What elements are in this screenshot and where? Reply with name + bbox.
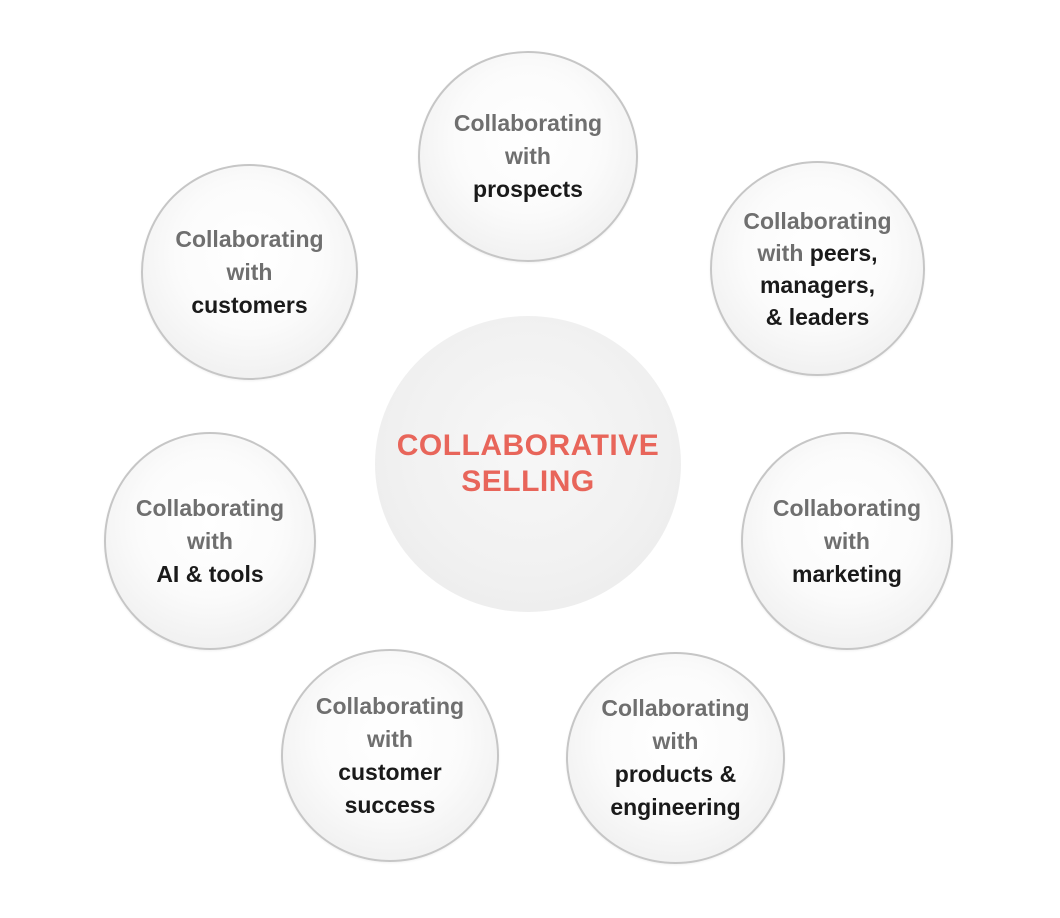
node-peers-lead1: Collaborating <box>743 207 892 234</box>
node-marketing-lead2: with <box>823 527 870 554</box>
node-peers-target3: & leaders <box>765 303 870 330</box>
node-success-lead2: with <box>366 725 413 752</box>
node-products-lead2: with <box>652 728 699 754</box>
center-title-line2: SELLING <box>461 465 595 498</box>
node-success-target2: success <box>344 791 436 818</box>
node-peers: Collaborating with peers, managers, & le… <box>710 161 925 376</box>
node-peers-target1: peers, <box>809 239 878 266</box>
center-title: COLLABORATIVE SELLING <box>397 428 660 500</box>
node-marketing: Collaborating with marketing <box>741 432 953 650</box>
node-customer-success: Collaborating with customer success <box>281 649 499 862</box>
node-prospects: Collaborating with prospects <box>418 51 638 262</box>
center-title-line1: COLLABORATIVE <box>396 429 660 462</box>
node-ai-target: AI & tools <box>156 560 264 587</box>
node-ai-lead1: Collaborating <box>135 494 285 521</box>
node-marketing-target: marketing <box>792 560 902 587</box>
node-ai-tools: Collaborating with AI & tools <box>104 432 316 650</box>
node-success-target1: customer <box>338 758 442 785</box>
node-peers-lead2: with <box>757 239 804 266</box>
node-products-target2: engineering <box>610 794 741 820</box>
node-prospects-lead2: with <box>504 143 551 169</box>
node-customers-lead1: Collaborating <box>175 225 324 252</box>
node-customers-lead2: with <box>226 258 273 285</box>
node-products-target1: products & <box>614 761 737 787</box>
node-marketing-lead1: Collaborating <box>772 494 922 521</box>
node-customers-target: customers <box>191 291 308 318</box>
node-products: Collaborating with products & engineerin… <box>566 652 785 864</box>
node-products-lead1: Collaborating <box>601 695 750 721</box>
node-prospects-lead1: Collaborating <box>453 110 603 136</box>
node-peers-target2: managers, <box>759 271 876 298</box>
center-circle: COLLABORATIVE SELLING <box>375 316 681 612</box>
node-customers: Collaborating with customers <box>141 164 358 380</box>
node-ai-lead2: with <box>186 527 233 554</box>
node-success-lead1: Collaborating <box>315 692 465 719</box>
node-prospects-target: prospects <box>473 176 583 202</box>
